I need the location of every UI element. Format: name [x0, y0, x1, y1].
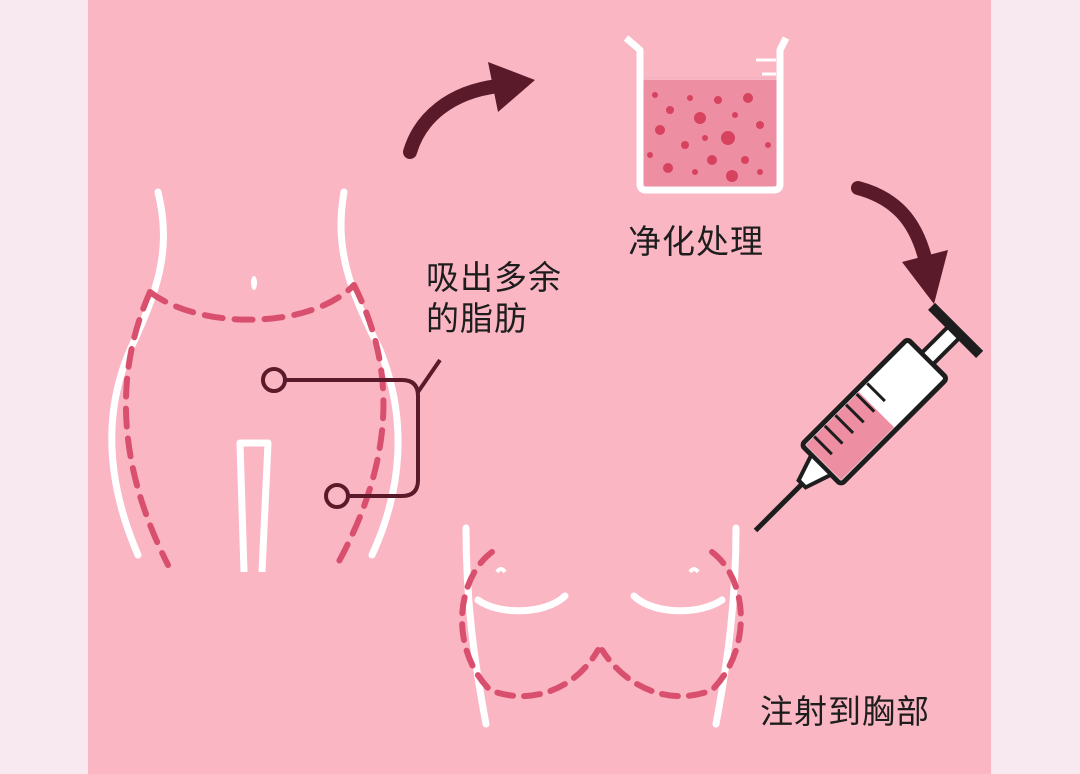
chest-outline — [459, 524, 744, 728]
purification-label: 净化处理 — [628, 222, 764, 261]
fat-pointer-lines — [261, 358, 442, 509]
injection-label: 注射到胸部 — [760, 692, 930, 731]
diagram-background — [88, 0, 991, 774]
fat-extraction-label-line2: 的脂肪 — [426, 299, 528, 338]
hips-body-outline — [108, 188, 402, 573]
right-margin — [991, 0, 1080, 774]
syringe-icon — [753, 302, 984, 533]
beaker-icon — [623, 35, 790, 194]
left-margin — [0, 0, 88, 774]
curved-arrow-icon — [403, 62, 535, 159]
curved-arrow-icon — [851, 181, 948, 304]
fat-extraction-label-line1: 吸出多余 — [426, 258, 562, 297]
